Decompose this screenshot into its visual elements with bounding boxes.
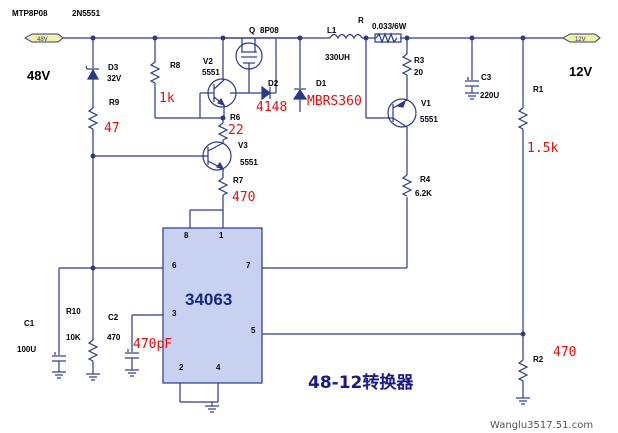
transistor-V1 — [387, 98, 417, 128]
ref-R1: R1 — [533, 85, 544, 94]
pin-6: 6 — [172, 261, 177, 270]
ref-R3: R3 — [414, 56, 425, 65]
pin-4: 4 — [216, 363, 221, 372]
watermark: Wanglu3517.51.com — [490, 420, 593, 431]
pin-5: 5 — [251, 326, 256, 335]
diode-D2 — [261, 85, 271, 101]
ref-R10: R10 — [66, 307, 81, 316]
resistor-R7 — [217, 177, 229, 196]
value-V3: 5551 — [240, 158, 258, 167]
svg-text:12V: 12V — [575, 37, 586, 43]
input-voltage-label: 48V — [27, 68, 50, 83]
value-C2-small: 470 — [107, 333, 121, 342]
diode-D1 — [292, 88, 308, 100]
value-R1: 1.5k — [527, 141, 558, 156]
ground-C2 — [125, 369, 139, 377]
value-R10: 10K — [66, 333, 81, 342]
pin-8: 8 — [184, 231, 189, 240]
ref-Q: Q — [249, 26, 255, 35]
ref-V1: V1 — [421, 99, 431, 108]
ground-R2 — [516, 397, 530, 405]
resistor-R2 — [517, 359, 529, 382]
value-Q: 8P08 — [260, 26, 279, 35]
ref-V3: V3 — [238, 141, 248, 150]
ref-C2: C2 — [108, 313, 119, 322]
svg-text:48V: 48V — [37, 37, 48, 43]
inductor-L1 — [329, 33, 363, 40]
ref-R9: R9 — [109, 98, 120, 107]
ground-C3 — [465, 92, 479, 100]
ref-L1: L1 — [327, 26, 337, 35]
ref-V2: V2 — [203, 57, 213, 66]
input-port-tag: 48V — [23, 33, 64, 43]
ref-D2: D2 — [268, 79, 279, 88]
ref-R4: R4 — [420, 175, 431, 184]
value-V1: 5551 — [420, 115, 438, 124]
resistor-R4 — [401, 174, 413, 197]
ref-C3: C3 — [481, 73, 492, 82]
ref-R7: R7 — [233, 176, 244, 185]
value-C3: 220U — [480, 91, 499, 100]
ref-R8: R8 — [170, 61, 181, 70]
value-R8: 1k — [159, 91, 175, 106]
value-V2: 5551 — [202, 68, 220, 77]
resistor-R10 — [87, 339, 99, 362]
ic-34063 — [162, 227, 263, 384]
value-D2: 4148 — [256, 100, 287, 115]
ref-C1: C1 — [24, 319, 35, 328]
output-port-tag: 12V — [561, 33, 601, 43]
resistor-R8 — [149, 61, 161, 84]
ic-label: 34063 — [185, 290, 232, 309]
value-C1: 100U — [17, 345, 36, 354]
diagram-title: 48-12转换器 — [308, 372, 414, 393]
value-R9: 47 — [104, 121, 120, 136]
value-D3: 32V — [107, 74, 122, 83]
value-R: 0.033/6W — [372, 22, 407, 31]
pin-3: 3 — [172, 309, 177, 318]
ground-C1 — [52, 371, 66, 379]
value-R3: 20 — [414, 68, 423, 77]
resistor-R6 — [217, 122, 229, 141]
value-R6: 22 — [228, 123, 244, 138]
output-voltage-label: 12V — [569, 64, 592, 79]
value-R2: 470 — [553, 345, 576, 360]
value-R7: 470 — [232, 190, 255, 205]
ref-R2: R2 — [533, 355, 544, 364]
ground-R10 — [86, 373, 100, 381]
value-D1: MBRS360 — [307, 94, 362, 109]
mosfet-Q — [235, 38, 263, 78]
value-R4: 6.2K — [415, 189, 432, 198]
resistor-R9 — [87, 107, 99, 130]
mosfet-part-label: MTP8P08 — [12, 9, 48, 18]
pin-7: 7 — [246, 261, 251, 270]
pin-1: 1 — [219, 231, 224, 240]
transistor-part-label: 2N5551 — [72, 9, 101, 18]
ref-D3: D3 — [108, 63, 119, 72]
resistor-R1 — [517, 107, 529, 130]
resistor-R3 — [401, 53, 413, 76]
ref-D1: D1 — [316, 79, 327, 88]
value-L1: 330UH — [325, 53, 350, 62]
ref-R: R — [358, 16, 364, 25]
ref-R6: R6 — [230, 113, 241, 122]
pin-2: 2 — [179, 363, 184, 372]
value-C2: 470pF — [133, 337, 172, 352]
ground-ic — [205, 405, 219, 413]
